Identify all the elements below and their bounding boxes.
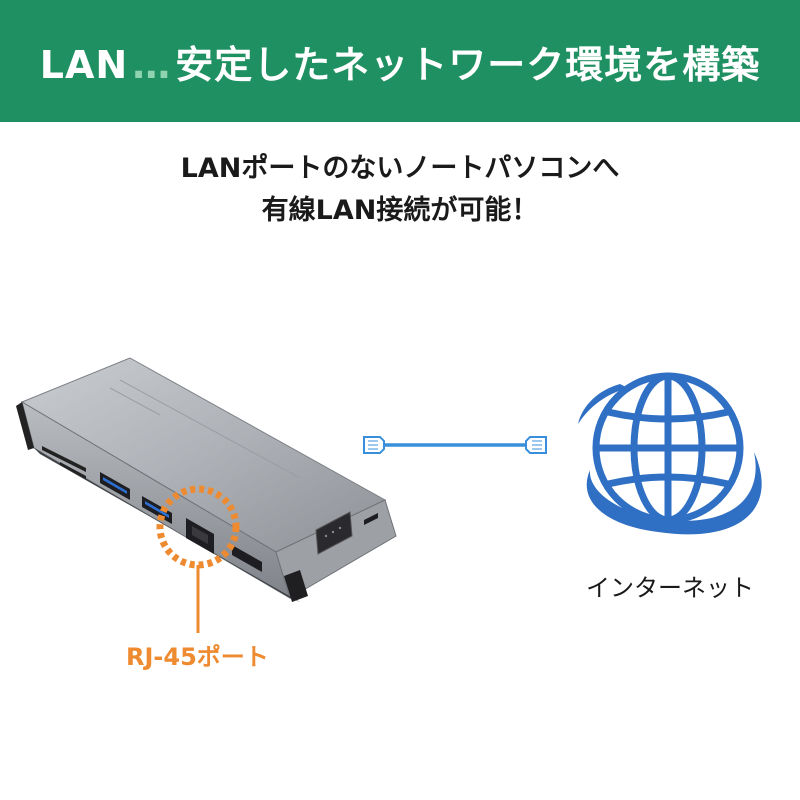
- subtitle: LANポートのないノートパソコンへ 有線LAN接続が可能！: [0, 148, 800, 232]
- subtitle-line-1: LANポートのないノートパソコンへ: [180, 153, 620, 184]
- banner-title-rest: 安定したネットワーク環境を構築: [175, 42, 761, 87]
- banner-title-dots: …: [132, 42, 172, 87]
- subtitle-line-2: 有線LAN接続が可能！: [261, 195, 539, 226]
- rj45-port-label: RJ-45ポート: [126, 643, 269, 671]
- globe-icon: [578, 372, 762, 535]
- internet-label: インターネット: [586, 574, 754, 602]
- rj45-callout-marker: [156, 485, 240, 633]
- header-banner: LAN…安定したネットワーク環境を構築: [0, 0, 800, 122]
- lan-cable-icon: [363, 436, 547, 454]
- usb-hub-device-image: [16, 357, 397, 602]
- banner-title-lan: LAN: [39, 42, 129, 87]
- banner-title: LAN…安定したネットワーク環境を構築: [40, 34, 760, 89]
